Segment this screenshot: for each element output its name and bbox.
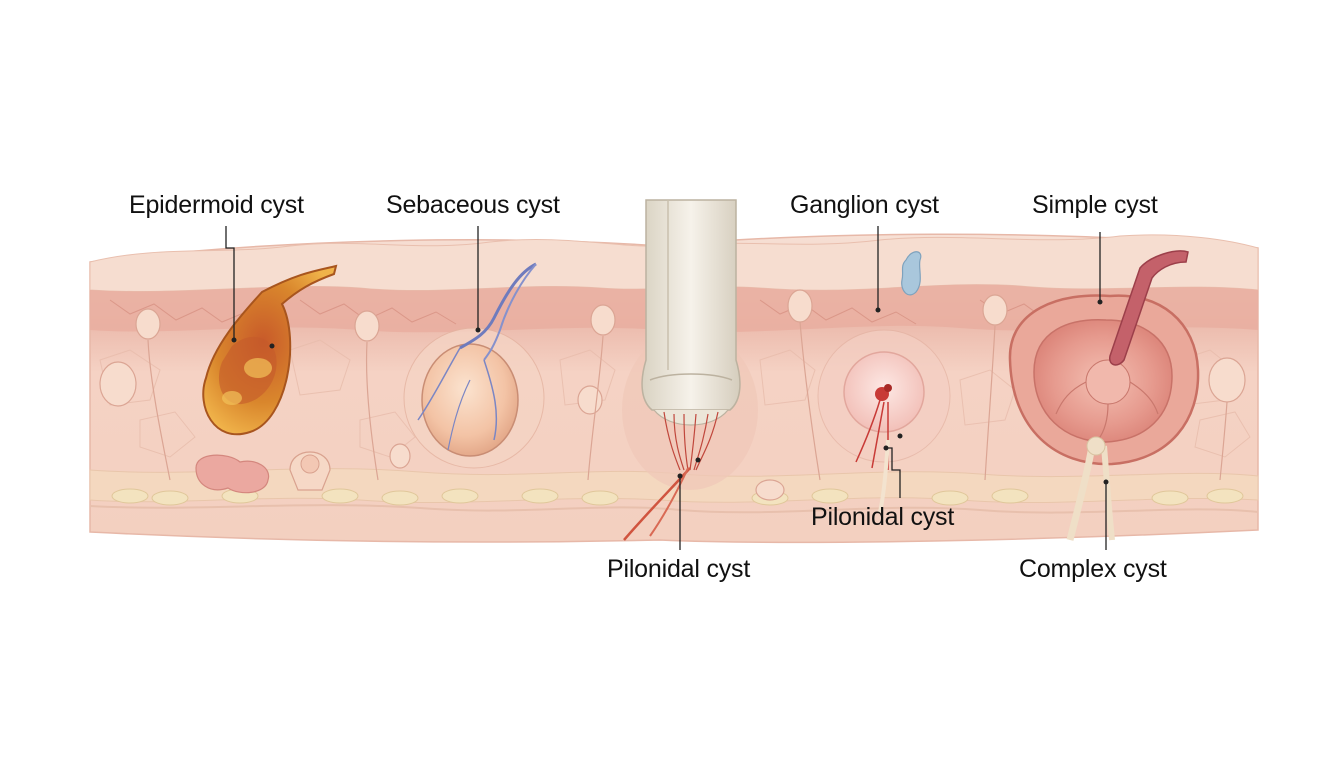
complex-cyst-illustration [1008, 250, 1200, 541]
label-simple-cyst: Simple cyst [1032, 191, 1158, 219]
epidermoid-cyst-illustration [202, 264, 338, 436]
leader-dots [231, 299, 1109, 485]
bone-shaft-illustration [622, 199, 758, 541]
sebaceous-cyst-illustration [403, 262, 545, 469]
label-epidermoid-cyst: Epidermoid cyst [129, 191, 304, 219]
label-pilonidal-cyst-left: Pilonidal cyst [607, 555, 751, 583]
label-pilonidal-cyst-right: Pilonidal cyst [811, 503, 955, 531]
label-sebaceous-cyst: Sebaceous cyst [386, 191, 560, 219]
label-complex-cyst: Complex cyst [1019, 555, 1167, 583]
ganglion-cyst-illustration [817, 251, 951, 513]
label-ganglion-cyst: Ganglion cyst [790, 191, 939, 219]
leader-lines [225, 226, 1107, 550]
